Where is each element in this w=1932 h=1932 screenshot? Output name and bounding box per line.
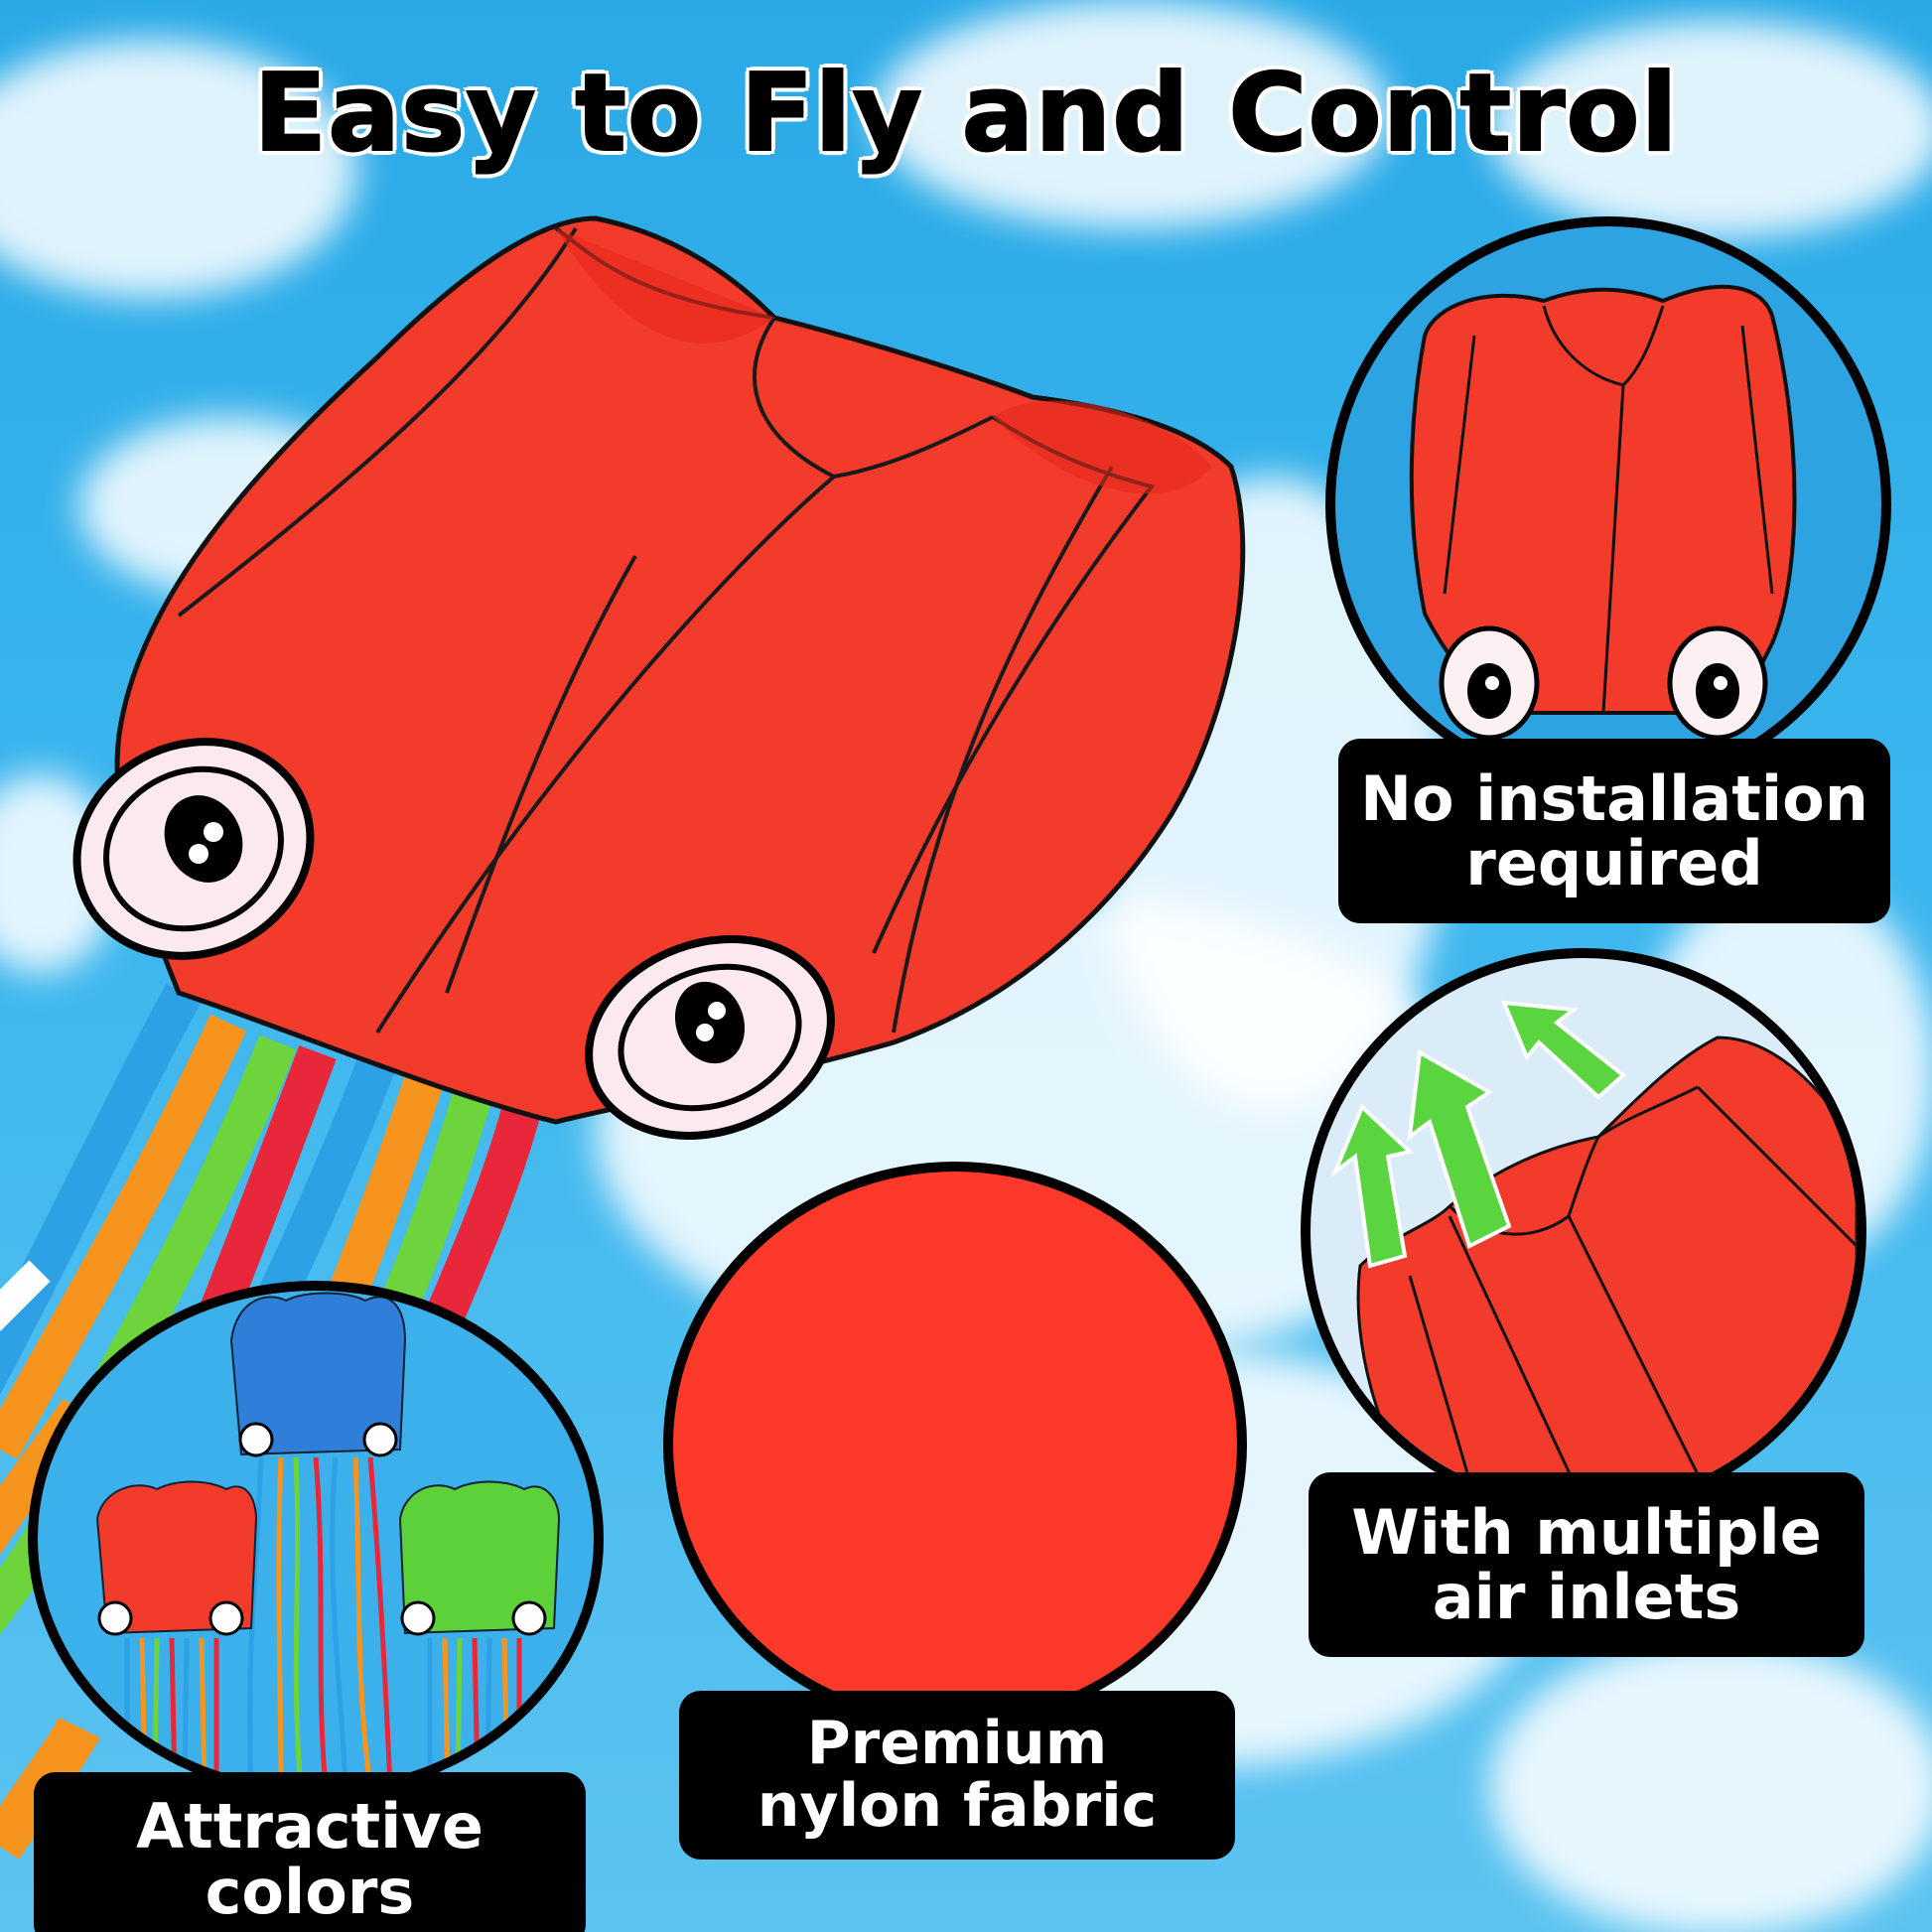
- feature-image-air-inlets: [1301, 948, 1866, 1514]
- feature-image-color-options: [28, 1281, 604, 1797]
- cloud: [1489, 1638, 1932, 1932]
- feature-label-attractive-colors: Attractive colors: [34, 1772, 586, 1932]
- kite-option-red: [95, 1480, 258, 1787]
- kite-option-blue: [229, 1292, 407, 1787]
- kite-option-green: [398, 1480, 561, 1787]
- feature-label-no-installation: No installation required: [1338, 739, 1890, 923]
- kite-eye-right: [585, 935, 835, 1140]
- headline: Easy to Fly and Control: [252, 51, 1679, 177]
- feature-label-nylon-fabric: Premium nylon fabric: [679, 1691, 1235, 1860]
- kite-eye-left: [72, 738, 315, 960]
- cloud: [1489, 20, 1932, 238]
- feature-image-fabric-swatch: [663, 1162, 1247, 1727]
- feature-label-air-inlets: With multiple air inlets: [1309, 1472, 1864, 1657]
- feature-image-front-view: [1325, 216, 1891, 792]
- cloud: [874, 0, 1390, 228]
- cloud: [0, 40, 357, 298]
